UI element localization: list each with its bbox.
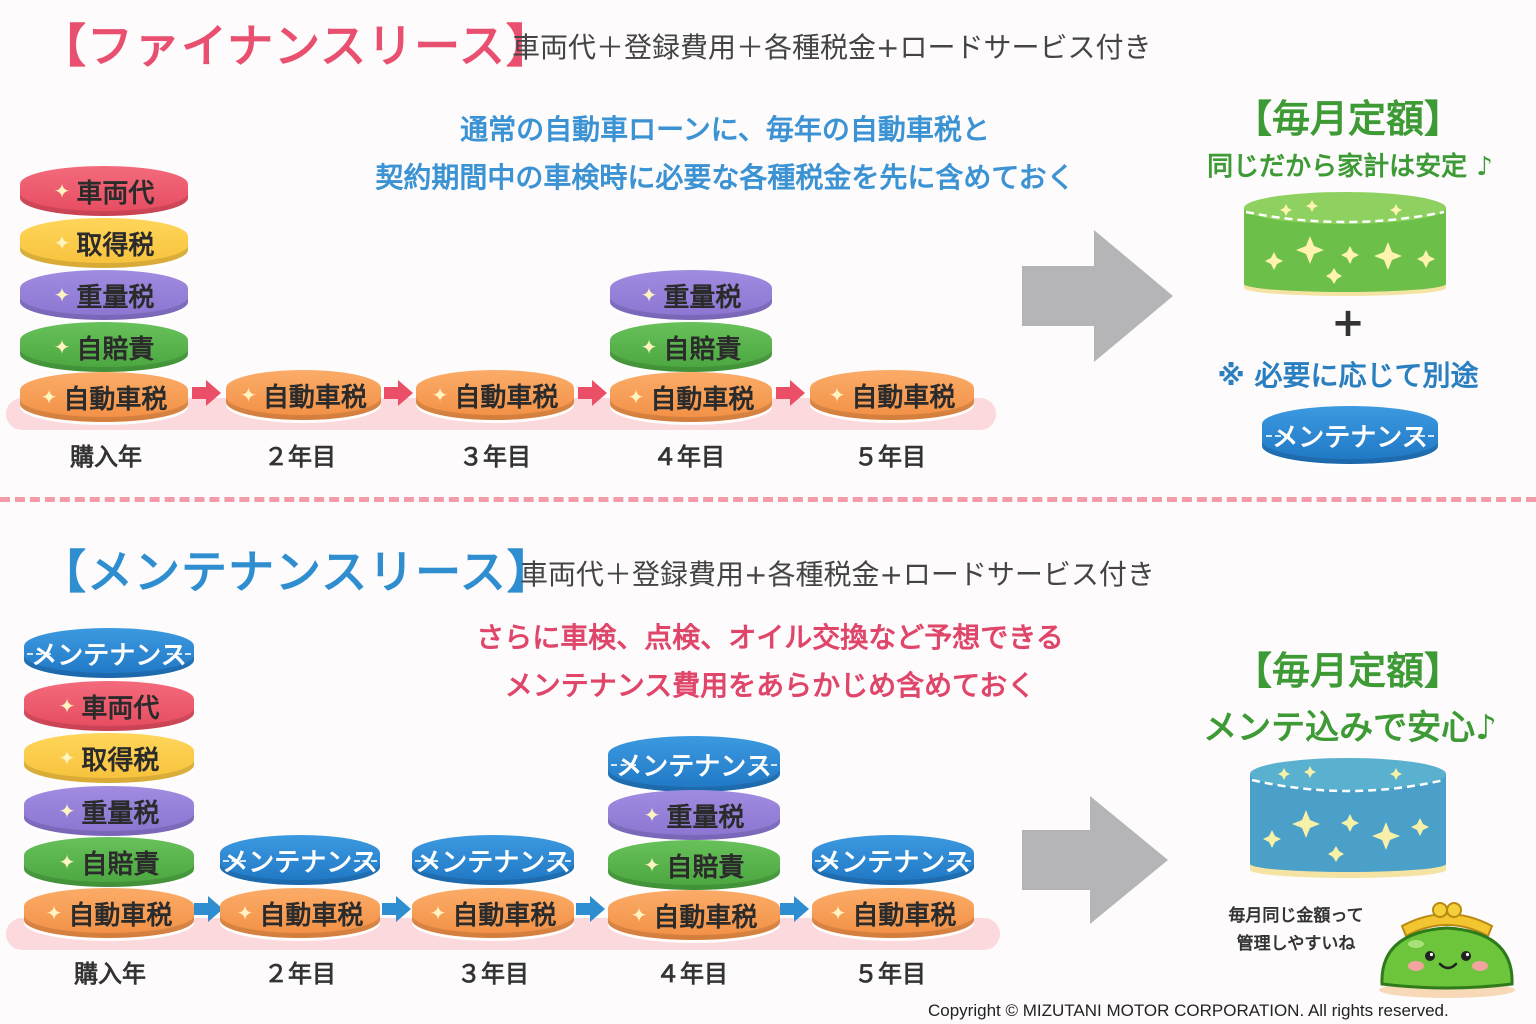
layer-automobile-tax: ✦自動車税 — [608, 890, 780, 940]
sparkle-icon: ✦ — [240, 383, 257, 407]
sparkle-icon: ✦ — [40, 385, 58, 409]
sparkle-icon: ✦ — [431, 383, 449, 407]
arrow-right-icon — [194, 896, 223, 922]
sparkle-icon: ✦ — [828, 383, 846, 407]
sparkle-icon: ✦ — [58, 694, 76, 718]
section-divider — [0, 497, 1536, 502]
sparkle-icon: ✦ — [640, 283, 658, 307]
plus-icon: + — [1331, 300, 1365, 346]
layer-weight-tax: ✦重量税 — [608, 790, 780, 840]
layer-maintenance: メンテナンス — [812, 835, 974, 885]
sparkle-icon: ✦ — [643, 803, 661, 827]
layer-acquisition-tax: ✦取得税 — [24, 733, 194, 783]
finance-result-note: ※ 必要に応じて別途 — [1217, 359, 1479, 392]
layer-acquisition-tax: ✦取得税 — [20, 218, 188, 268]
finance-result-heading: 【毎月定額】 — [1233, 97, 1462, 141]
layer-weight-tax: ✦重量税 — [20, 270, 188, 320]
layer-maintenance: メンテナンス — [412, 835, 574, 885]
optional-maintenance-cylinder: メンテナンス — [1262, 406, 1438, 464]
year-label: ４年目 — [653, 443, 725, 471]
finance-description: 通常の自動車ローンに、毎年の自動車税と 契約期間中の車検時に必要な各種税金を先に… — [330, 106, 1120, 202]
layer-vehicle-cost: ✦車両代 — [24, 681, 194, 731]
maintenance-result-caption: メンテ込みで安心♪ — [1203, 708, 1497, 748]
finance-stack-year-3: ✦自動車税 — [416, 370, 574, 420]
layer-automobile-tax: ✦自動車税 — [412, 888, 574, 938]
mascot-speech-line-1: 毎月同じ金額って — [1228, 906, 1364, 926]
maintenance-lease-subtitle: 車両代＋登録費用+各種税金+ロードサービス付き — [520, 558, 1155, 591]
year-label: ５年目 — [854, 960, 926, 988]
arrow-right-icon — [776, 380, 805, 406]
arrow-right-icon — [578, 380, 607, 406]
layer-maintenance: メンテナンス — [220, 835, 380, 885]
arrow-right-icon — [780, 896, 809, 922]
sparkle-icon: ✦ — [53, 179, 71, 203]
layer-automobile-tax: ✦自動車税 — [812, 888, 974, 938]
finance-stack-year-5: ✦自動車税 — [810, 370, 974, 420]
maintenance-lease-title: 【メンテナンスリース】 — [40, 545, 554, 599]
big-arrow-right-icon — [1022, 230, 1173, 362]
layer-automobile-tax: ✦自動車税 — [24, 888, 194, 938]
year-label: ２年目 — [264, 443, 336, 471]
layer-automobile-tax: ✦自動車税 — [220, 888, 380, 938]
layer-compulsory-insurance: ✦自賠責 — [610, 322, 772, 372]
sparkle-icon: ✦ — [45, 901, 63, 925]
sparkle-icon: ✦ — [829, 901, 847, 925]
mascot-speech-line-2: 管理しやすいね — [1236, 934, 1356, 954]
layer-compulsory-insurance: ✦自賠責 — [20, 322, 188, 372]
sparkle-icon: ✦ — [58, 850, 76, 874]
maintenance-description-line-1: さらに車検、点検、オイル交換など予想できる — [476, 621, 1064, 654]
sparkle-icon: ✦ — [630, 903, 648, 927]
finance-description-line-1: 通常の自動車ローンに、毎年の自動車税と — [460, 113, 990, 146]
layer-compulsory-insurance: ✦自賠責 — [24, 837, 194, 887]
year-label: ３年目 — [457, 960, 529, 988]
sparkle-icon: ✦ — [53, 231, 71, 255]
sparkle-icon: ✦ — [58, 799, 76, 823]
year-label: ５年目 — [854, 443, 926, 471]
maintenance-description-line-2: メンテナンス費用をあらかじめ含めておく — [504, 669, 1036, 702]
year-label: 購入年 — [70, 443, 142, 471]
sparkle-icon: ✦ — [627, 385, 645, 409]
sparkle-icon: ✦ — [429, 901, 447, 925]
year-label: ２年目 — [264, 960, 336, 988]
finance-stack-year-2: ✦自動車税 — [226, 370, 381, 420]
layer-automobile-tax: ✦自動車税 — [20, 372, 188, 422]
finance-lease-title: 【ファイナンスリース】 — [40, 19, 553, 73]
finance-lease-subtitle: 車両代＋登録費用＋各種税金+ロードサービス付き — [512, 31, 1152, 64]
maintenance-description: さらに車検、点検、オイル交換など予想できる メンテナンス費用をあらかじめ含めてお… — [400, 614, 1140, 710]
sparkle-icon: ✦ — [643, 853, 661, 877]
layer-maintenance: メンテナンス — [608, 736, 780, 792]
layer-weight-tax: ✦重量税 — [24, 786, 194, 836]
purse-mascot-icon — [1379, 902, 1515, 998]
arrow-right-icon — [192, 380, 221, 406]
sparkle-icon: ✦ — [236, 901, 254, 925]
sparkle-icon: ✦ — [58, 746, 76, 770]
layer-automobile-tax: ✦自動車税 — [610, 372, 772, 422]
layer-weight-tax: ✦重量税 — [610, 270, 772, 320]
monthly-fixed-cylinder-icon — [1244, 192, 1446, 296]
maintenance-result-heading: 【毎月定額】 — [1233, 649, 1462, 693]
arrow-right-icon — [576, 896, 605, 922]
big-arrow-right-icon — [1022, 796, 1168, 924]
sparkle-icon: ✦ — [53, 283, 71, 307]
arrow-right-icon — [382, 896, 411, 922]
layer-vehicle-cost: ✦車両代 — [20, 166, 188, 216]
year-label: 購入年 — [74, 960, 146, 988]
year-label: ４年目 — [656, 960, 728, 988]
year-label: ３年目 — [459, 443, 531, 471]
finance-description-line-2: 契約期間中の車検時に必要な各種税金を先に含めておく — [375, 161, 1075, 194]
copyright-notice: Copyright © MIZUTANI MOTOR CORPORATION. … — [928, 1001, 1449, 1020]
mascot-speech: 毎月同じ金額って 管理しやすいね — [1206, 902, 1386, 958]
monthly-fixed-cylinder-icon — [1250, 758, 1446, 878]
sparkle-icon: ✦ — [53, 335, 71, 359]
arrow-right-icon — [384, 380, 413, 406]
finance-result-caption: 同じだから家計は安定 ♪ — [1207, 152, 1493, 182]
layer-compulsory-insurance: ✦自賠責 — [608, 840, 780, 890]
sparkle-icon: ✦ — [640, 335, 658, 359]
layer-maintenance: メンテナンス — [24, 628, 194, 678]
